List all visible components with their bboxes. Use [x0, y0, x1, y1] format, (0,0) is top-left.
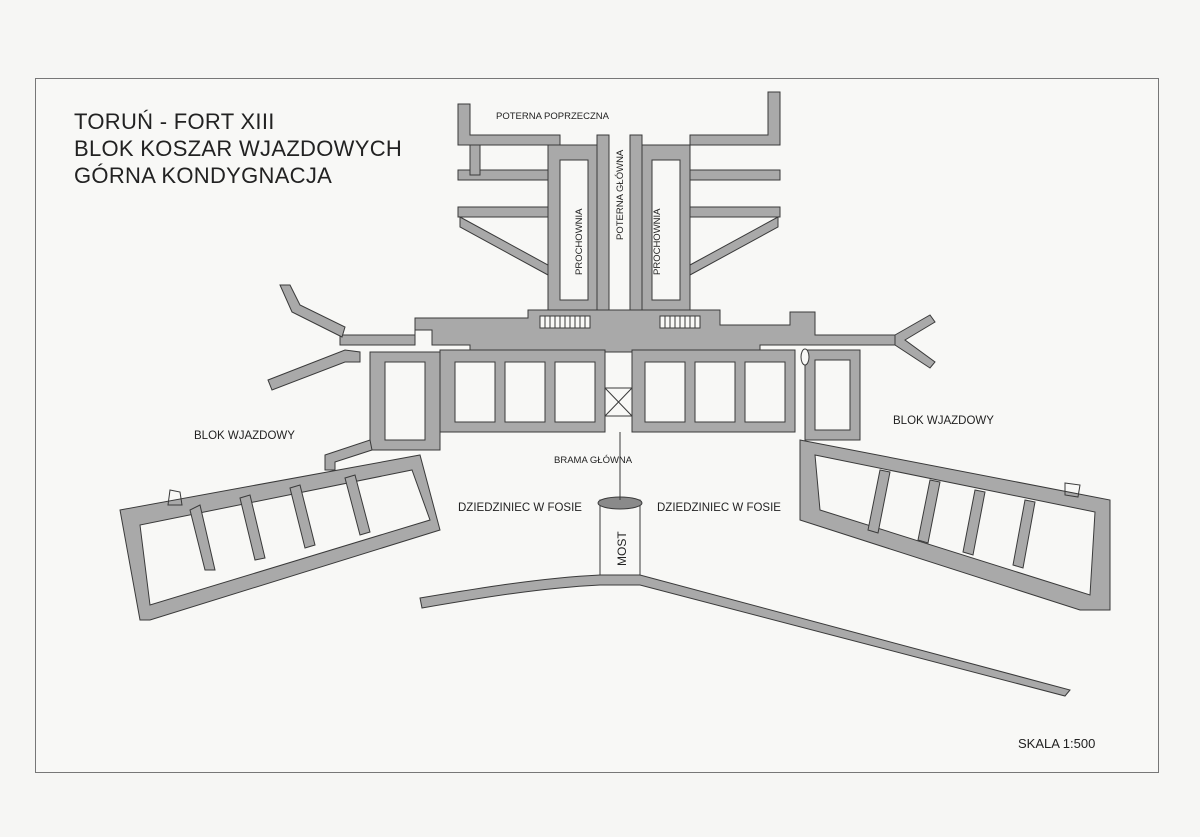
- cross-postern-left: [457, 103, 561, 146]
- gallery-left-diag: [459, 216, 549, 276]
- label-poterna-poprzeczna: POTERNA POPRZECZNA: [496, 111, 610, 122]
- title-line-1: TORUŃ - FORT XIII: [74, 109, 275, 134]
- main-postern-wall-left: [596, 134, 610, 311]
- right-corner-block: [804, 349, 861, 441]
- powder-magazine-left-walls: [547, 144, 598, 311]
- left-wing: [119, 454, 441, 621]
- label-poterna-glowna: POTERNA GŁÓWNA: [615, 149, 626, 240]
- cross-postern-right: [689, 91, 781, 146]
- label-prochownia-right: PROCHOWNIA: [652, 208, 663, 275]
- gallery-right-2: [689, 206, 781, 218]
- label-dziedziniec-right: DZIEDZINIEC W FOSIE: [657, 502, 781, 514]
- corridor-left-ramp: [267, 349, 361, 391]
- corridor-left-diag: [279, 284, 346, 338]
- stairs: [167, 315, 1081, 506]
- counterscarp-wall: [419, 574, 1071, 697]
- gallery-right-diag: [689, 216, 779, 276]
- title-line-2: BLOK KOSZAR WJAZDOWYCH: [74, 136, 403, 161]
- plan-title: TORUŃ - FORT XIII BLOK KOSZAR WJAZDOWYCH…: [74, 108, 402, 189]
- gate-and-bridge: [597, 348, 810, 576]
- partitions: [189, 469, 1036, 571]
- left-connector: [324, 439, 373, 471]
- gallery-right-1: [689, 169, 781, 181]
- bridge: [599, 499, 641, 576]
- label-dziedziniec-left: DZIEDZINIEC W FOSIE: [458, 502, 582, 514]
- left-corner-block: [369, 351, 441, 451]
- corridor-right-diag: [894, 314, 936, 369]
- label-blok-wjazdowy-right: BLOK WJAZDOWY: [893, 415, 994, 427]
- walls: [119, 91, 1111, 697]
- corridor-band: [339, 309, 896, 353]
- gallery-left-2: [457, 206, 549, 218]
- gate-block-left: [439, 349, 606, 433]
- title-line-3: GÓRNA KONDYGNACJA: [74, 163, 333, 188]
- label-brama-glowna: BRAMA GŁÓWNA: [554, 455, 633, 466]
- gallery-left-3: [469, 144, 481, 176]
- label-blok-wjazdowy-left: BLOK WJAZDOWY: [194, 430, 295, 442]
- right-oval: [800, 348, 810, 366]
- label-most: MOST: [615, 531, 629, 566]
- right-wing: [799, 439, 1111, 611]
- main-postern-wall-right: [629, 134, 643, 311]
- gallery-left-1: [457, 169, 549, 181]
- label-prochownia-left: PROCHOWNIA: [574, 208, 585, 275]
- powder-magazine-right-walls: [641, 144, 691, 311]
- gate-block-right: [631, 349, 796, 433]
- scale-label: SKALA 1:500: [1018, 736, 1096, 751]
